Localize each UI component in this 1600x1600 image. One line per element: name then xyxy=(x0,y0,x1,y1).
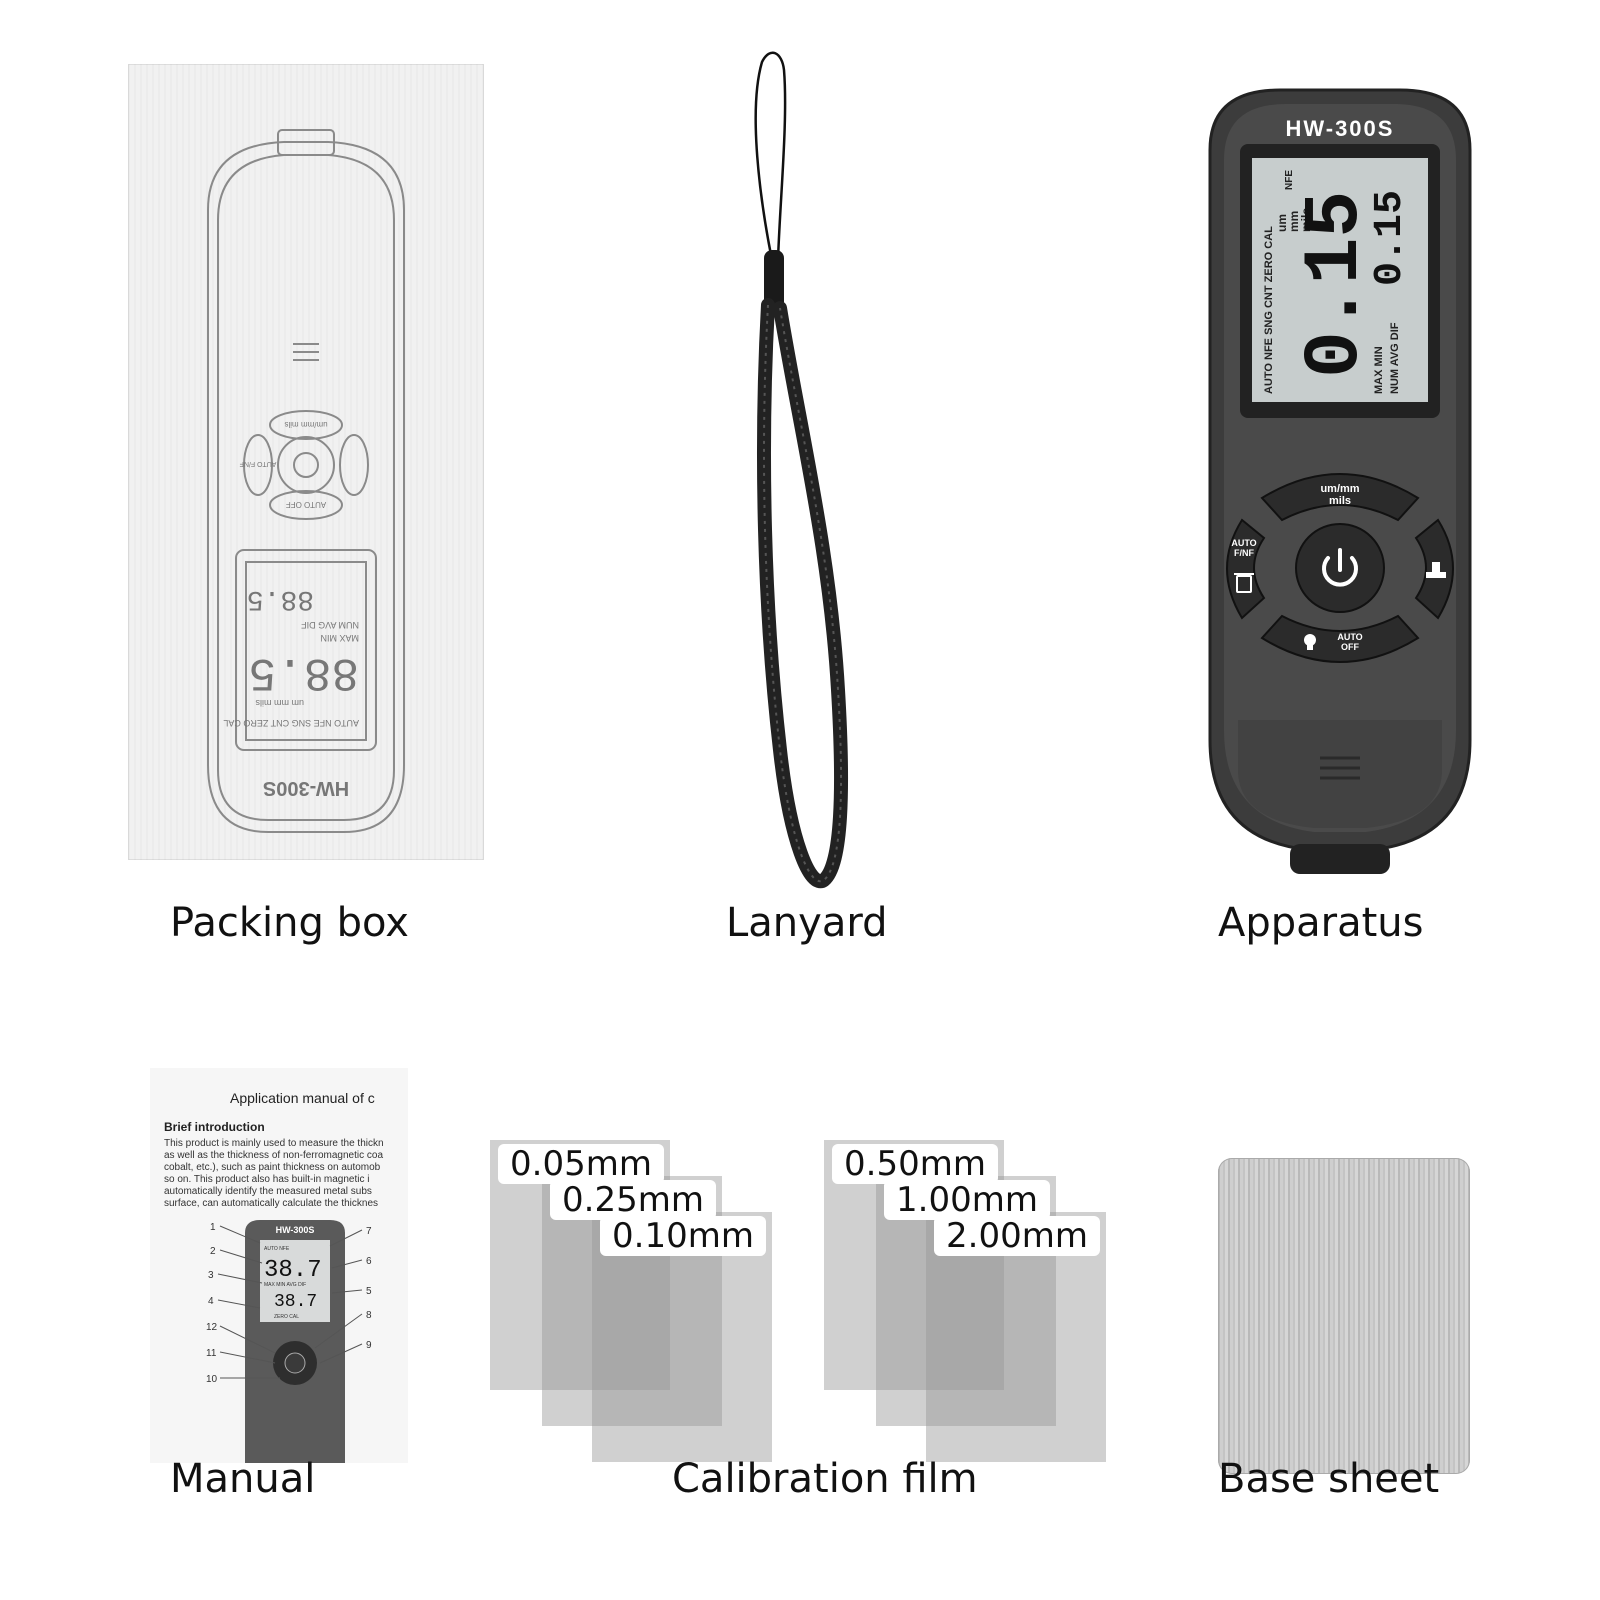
callout: 7 xyxy=(366,1226,372,1237)
box-main-value: 88.5 xyxy=(249,646,359,698)
lanyard-clasp xyxy=(764,250,784,310)
callout: 1 xyxy=(210,1222,216,1233)
base-sheet xyxy=(1218,1158,1470,1474)
lcd-secondary-value: 0.15 xyxy=(1368,190,1413,286)
film-label-100: 1.00mm xyxy=(884,1180,1050,1220)
caption-calibration-film: Calibration film xyxy=(672,1456,978,1502)
zero-icon xyxy=(1426,562,1446,578)
film-label-200: 2.00mm xyxy=(934,1216,1100,1256)
manual-stats: MAX MIN AVG DIF xyxy=(264,1282,306,1288)
callout: 9 xyxy=(366,1340,372,1351)
manual-title: Application manual of c xyxy=(230,1090,375,1106)
apparatus-image: HW-300S AUTO NFE SNG CNT ZERO CAL um mm … xyxy=(1208,88,1472,874)
callout: 8 xyxy=(366,1310,372,1321)
lcd-unit-mm: mm xyxy=(1287,211,1301,232)
lcd-stats-row1: MAX MIN xyxy=(1373,346,1385,394)
lcd-stats-row2: NUM AVG DIF xyxy=(1389,322,1401,394)
box-btn-unit: um/mm mils xyxy=(284,420,327,429)
caption-packing-box: Packing box xyxy=(170,900,409,946)
manual-line: surface, can automatically calculate the… xyxy=(164,1198,378,1209)
manual-line: so on. This product also has built-in ma… xyxy=(164,1174,370,1185)
backlight-label-bottom: OFF xyxy=(1341,642,1359,652)
caption-apparatus: Apparatus xyxy=(1218,900,1424,946)
callout: 6 xyxy=(366,1256,372,1267)
trash-icon xyxy=(1234,573,1254,593)
box-units: um mm mils xyxy=(255,698,304,708)
box-stats: MAX MIN xyxy=(320,633,359,643)
probe xyxy=(1290,844,1390,874)
unit-button[interactable] xyxy=(1260,473,1420,522)
callout: 5 xyxy=(366,1286,372,1297)
caption-base-sheet: Base sheet xyxy=(1218,1456,1440,1502)
callout: 10 xyxy=(206,1374,218,1385)
lcd-unit-um: um xyxy=(1275,214,1289,232)
bulb-icon xyxy=(1304,634,1316,650)
box-btn-auto: AUTO F/NF xyxy=(240,460,277,467)
lcd-main-value: 0.15 xyxy=(1292,191,1380,378)
manual-line: This product is mainly used to measure t… xyxy=(164,1138,384,1149)
manual-device-model: HW-300S xyxy=(276,1225,315,1235)
model-label: HW-300S xyxy=(1286,116,1395,141)
film-set-right: 0.50mm 1.00mm 2.00mm xyxy=(824,1140,1124,1470)
box-lcd-top: AUTO NFE SNG CNT ZERO CAL xyxy=(223,718,359,728)
manual-main-value: 38.7 xyxy=(264,1257,322,1284)
box-stats2: NUM AVG DIF xyxy=(301,620,359,630)
manual-bottom: ZERO CAL xyxy=(274,1314,299,1320)
manual-lcd-top: AUTO NFE xyxy=(264,1246,290,1252)
lanyard-image xyxy=(754,51,849,889)
manual-device-figure: HW-300S AUTO NFE 38.7 MAX MIN AVG DIF 38… xyxy=(206,1220,372,1463)
packing-box: HW-300S AUTO NFE SNG CNT ZERO CAL 88.5 M… xyxy=(128,64,484,860)
box-secondary-value: 88.5 xyxy=(247,583,314,614)
box-model-text: HW-300S xyxy=(263,777,349,799)
unit-button-label-top: um/mm xyxy=(1320,483,1359,495)
callout: 11 xyxy=(206,1348,217,1359)
film-label-005: 0.05mm xyxy=(498,1144,664,1184)
speaker-grille xyxy=(1320,756,1360,780)
manual-secondary-value: 38.7 xyxy=(274,1292,317,1312)
backlight-button[interactable] xyxy=(1260,614,1420,663)
packing-box-drawing: HW-300S AUTO NFE SNG CNT ZERO CAL 88.5 M… xyxy=(207,129,405,833)
box-btn-light: AUTO OFF xyxy=(286,500,326,509)
callout: 3 xyxy=(208,1270,214,1281)
film-label-050: 0.50mm xyxy=(832,1144,998,1184)
caption-manual: Manual xyxy=(170,1456,316,1502)
manual-page: Application manual of c Brief introducti… xyxy=(150,1068,408,1463)
film-set-left: 0.05mm 0.25mm 0.10mm xyxy=(490,1140,790,1470)
manual-line: as well as the thickness of non-ferromag… xyxy=(164,1150,383,1161)
auto-fnf-label-bottom: F/NF xyxy=(1234,548,1254,558)
unit-button-label-bottom: mils xyxy=(1329,495,1351,507)
film-label-010: 0.10mm xyxy=(600,1216,766,1256)
callout: 2 xyxy=(210,1246,216,1257)
lcd-mode: NFE xyxy=(1284,170,1295,190)
lcd-unit-mils: mils xyxy=(1299,208,1313,232)
lcd-screen xyxy=(1252,158,1428,402)
film-label-025: 0.25mm xyxy=(550,1180,716,1220)
manual-heading: Brief introduction xyxy=(164,1120,265,1134)
auto-fnf-button[interactable] xyxy=(1226,518,1266,620)
manual-line: cobalt, etc.), such as paint thickness o… xyxy=(164,1162,381,1173)
backlight-label-top: AUTO xyxy=(1337,632,1362,642)
manual-line: automatically identify the measured meta… xyxy=(164,1186,372,1197)
lcd-top-row: AUTO NFE SNG CNT ZERO CAL xyxy=(1263,226,1275,394)
power-icon xyxy=(1322,548,1358,587)
auto-fnf-label-top: AUTO xyxy=(1231,538,1256,548)
caption-lanyard: Lanyard xyxy=(726,900,888,946)
lanyard-thin-loop xyxy=(754,51,787,261)
callout: 12 xyxy=(206,1322,218,1333)
callout: 4 xyxy=(208,1296,214,1307)
